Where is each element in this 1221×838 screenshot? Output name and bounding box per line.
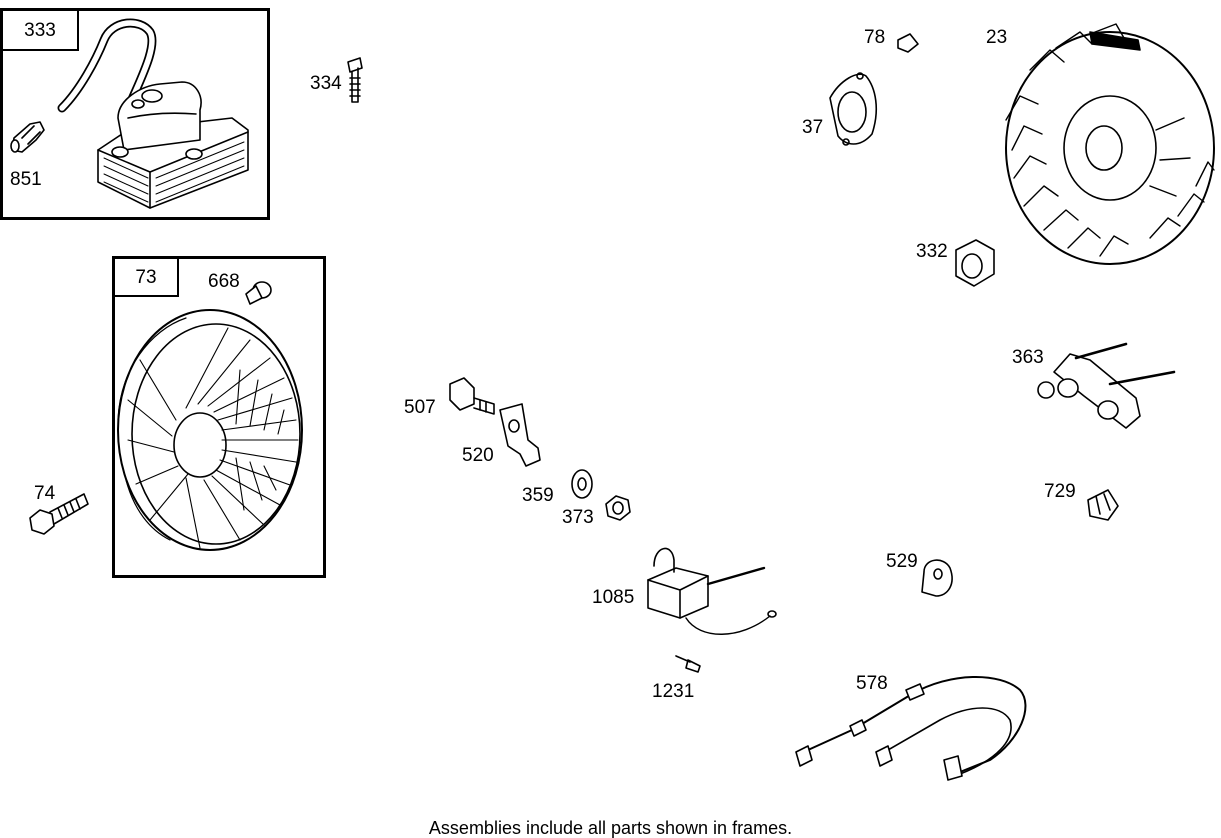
assembly-frame-73: 73 (112, 256, 326, 578)
blower-screen-drawing (117, 309, 303, 551)
label-729: 729 (1044, 481, 1076, 502)
assemblies-caption: Assemblies include all parts shown in fr… (428, 818, 793, 838)
label-520: 520 (462, 445, 494, 466)
assembly-frame-333: 333 (0, 8, 270, 220)
part-520-drawing (499, 403, 541, 467)
label-78: 78 (864, 27, 886, 48)
label-363: 363 (1012, 347, 1044, 368)
frame-tag-73: 73 (115, 259, 179, 297)
label-507: 507 (404, 397, 436, 418)
ignition-coil-drawing (57, 18, 249, 209)
frame-tag-333: 333 (3, 11, 79, 51)
part-668-drawing (245, 281, 272, 305)
part-334-drawing (347, 57, 363, 103)
part-373-drawing (605, 495, 631, 521)
label-668: 668 (208, 271, 240, 292)
label-1231: 1231 (652, 681, 695, 702)
label-74: 74 (34, 483, 56, 504)
label-359: 359 (522, 485, 554, 506)
part-78-drawing (897, 33, 919, 53)
label-23: 23 (986, 27, 1008, 48)
part-359-drawing (571, 469, 593, 499)
part-332-drawing (955, 239, 995, 287)
part-529-drawing (921, 559, 953, 597)
label-851: 851 (10, 169, 42, 190)
part-507-drawing (449, 377, 495, 415)
part-74-drawing (29, 493, 89, 535)
part-1231-drawing (675, 655, 701, 673)
label-1085: 1085 (592, 587, 635, 608)
part-729-drawing (1087, 489, 1119, 521)
part-363-drawing (1037, 342, 1176, 429)
label-37: 37 (802, 117, 824, 138)
label-373: 373 (562, 507, 594, 528)
flywheel-drawing (1005, 23, 1215, 265)
part-1085-drawing (647, 547, 777, 635)
part-851-drawing (10, 121, 45, 153)
label-578: 578 (856, 673, 888, 694)
label-529: 529 (886, 551, 918, 572)
label-332: 332 (916, 241, 948, 262)
label-334: 334 (310, 73, 342, 94)
part-37-drawing (829, 72, 878, 146)
part-578-drawing (795, 675, 1027, 781)
